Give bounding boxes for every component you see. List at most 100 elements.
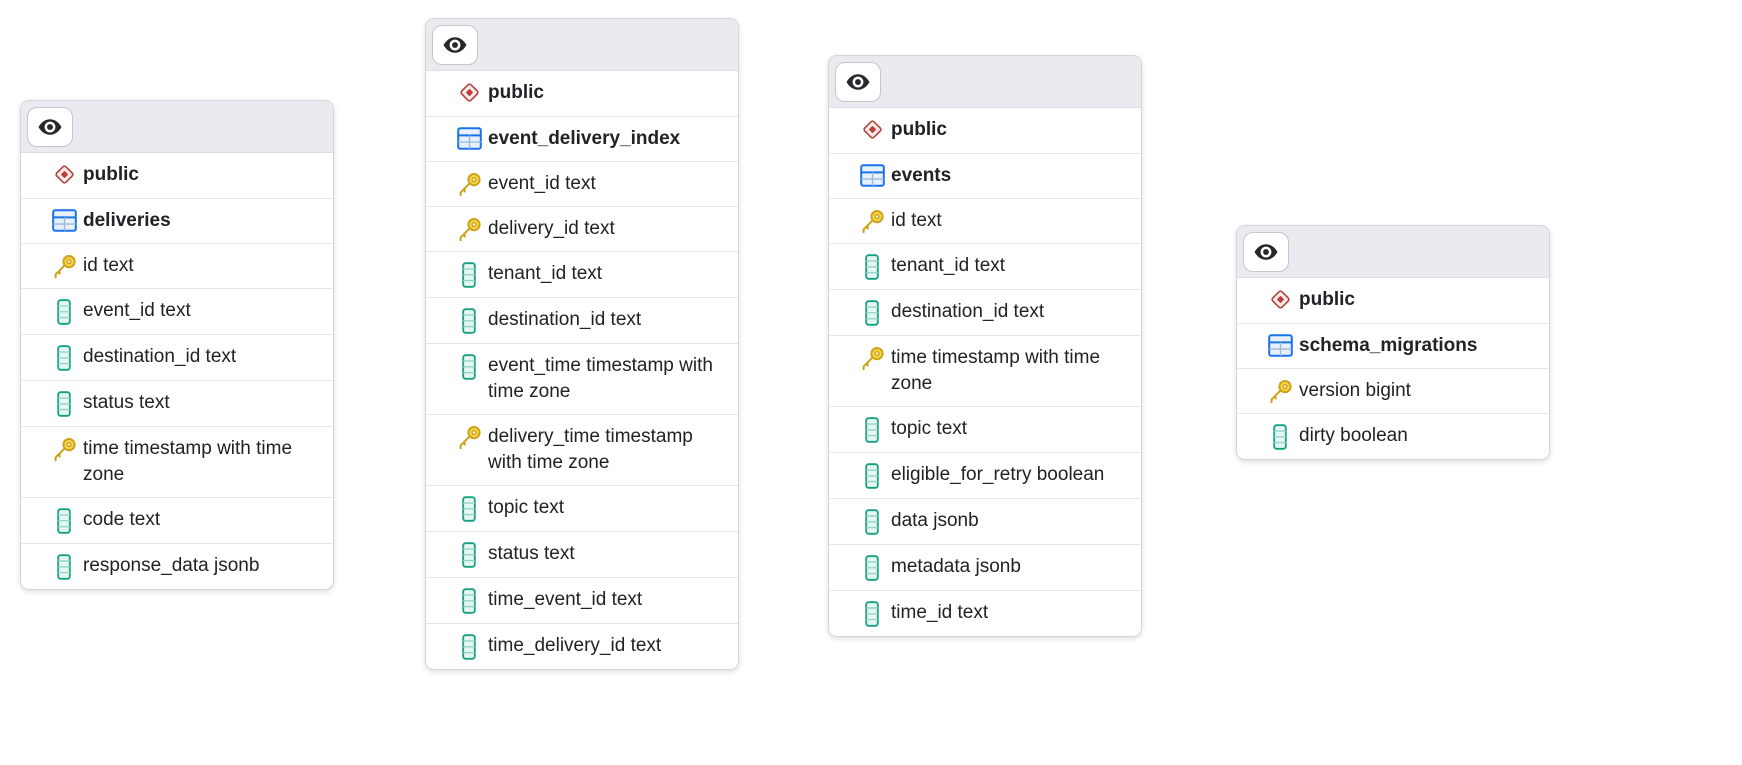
schema-row[interactable]: public (21, 153, 333, 198)
table-icon (1261, 333, 1299, 357)
column-label: event_time timestamp with time zone (488, 355, 713, 402)
column-label: dirty boolean (1299, 425, 1408, 446)
column-label: destination_id text (891, 301, 1045, 322)
column-label: code text (83, 509, 161, 530)
column-row[interactable]: time timestamp with time zone (21, 426, 333, 497)
table-icon (450, 126, 488, 150)
column-label: response_data jsonb (83, 555, 260, 576)
schema-diamond-icon (853, 117, 891, 141)
column-row[interactable]: time timestamp with time zone (829, 335, 1141, 406)
schema-diamond-icon (1261, 287, 1299, 311)
column-row[interactable]: code text (21, 497, 333, 543)
schema-row[interactable]: public (1237, 278, 1549, 323)
column-icon (853, 508, 891, 535)
column-label: version bigint (1299, 380, 1411, 401)
column-row[interactable]: eligible_for_retry boolean (829, 452, 1141, 498)
schema-diamond-icon (45, 162, 83, 186)
eye-icon (36, 114, 64, 140)
primary-key-icon (853, 345, 891, 371)
column-icon (45, 507, 83, 534)
table-name-row[interactable]: event_delivery_index (426, 116, 738, 161)
toggle-visibility-button[interactable] (27, 106, 73, 147)
column-icon (853, 253, 891, 280)
column-icon (853, 462, 891, 489)
column-label: time_event_id text (488, 589, 643, 610)
column-label: id text (83, 255, 134, 276)
column-row[interactable]: metadata jsonb (829, 544, 1141, 590)
column-row[interactable]: topic text (426, 485, 738, 531)
column-icon (450, 541, 488, 568)
column-row[interactable]: id text (21, 243, 333, 288)
table-name-row[interactable]: schema_migrations (1237, 323, 1549, 368)
schema-row[interactable]: public (829, 108, 1141, 153)
column-icon (853, 299, 891, 326)
column-label: id text (891, 210, 942, 231)
column-row[interactable]: tenant_id text (829, 243, 1141, 289)
schema-name: public (488, 82, 544, 103)
column-icon (450, 587, 488, 614)
column-label: event_id text (488, 173, 596, 194)
table-card-event_delivery_index[interactable]: public event_delivery_index event_id text d… (425, 18, 739, 670)
table-icon (853, 163, 891, 187)
table-name: event_delivery_index (488, 128, 681, 149)
column-label: data jsonb (891, 510, 979, 531)
card-header (21, 101, 333, 153)
table-icon (45, 208, 83, 232)
column-icon (45, 344, 83, 371)
column-icon (853, 416, 891, 443)
column-label: topic text (488, 497, 565, 518)
column-icon (853, 600, 891, 627)
column-row[interactable]: status text (426, 531, 738, 577)
column-label: delivery_time timestamp with time zone (488, 426, 693, 473)
primary-key-icon (450, 216, 488, 242)
column-row[interactable]: destination_id text (829, 289, 1141, 335)
card-header (829, 56, 1141, 108)
column-label: tenant_id text (891, 255, 1006, 276)
column-icon (45, 390, 83, 417)
column-row[interactable]: event_id text (21, 288, 333, 334)
toggle-visibility-button[interactable] (432, 24, 478, 65)
column-row[interactable]: status text (21, 380, 333, 426)
column-icon (450, 307, 488, 334)
column-row[interactable]: event_id text (426, 161, 738, 206)
column-icon (45, 298, 83, 325)
table-card-events[interactable]: public events id text tenant_id text destina… (828, 55, 1142, 637)
column-row[interactable]: destination_id text (426, 297, 738, 343)
column-row[interactable]: delivery_id text (426, 206, 738, 251)
column-row[interactable]: dirty boolean (1237, 413, 1549, 459)
eye-icon (1252, 239, 1280, 265)
column-row[interactable]: destination_id text (21, 334, 333, 380)
primary-key-icon (450, 424, 488, 450)
toggle-visibility-button[interactable] (1243, 231, 1289, 272)
column-icon (45, 553, 83, 580)
schema-diamond-icon (450, 80, 488, 104)
column-row[interactable]: time_delivery_id text (426, 623, 738, 669)
column-row[interactable]: time_event_id text (426, 577, 738, 623)
column-row[interactable]: tenant_id text (426, 251, 738, 297)
column-label: delivery_id text (488, 218, 615, 239)
column-row[interactable]: id text (829, 198, 1141, 243)
schema-name: public (891, 119, 947, 140)
column-label: destination_id text (488, 309, 642, 330)
column-label: topic text (891, 418, 968, 439)
column-row[interactable]: event_time timestamp with time zone (426, 343, 738, 414)
table-name: deliveries (83, 210, 171, 231)
toggle-visibility-button[interactable] (835, 61, 881, 102)
column-icon (1261, 423, 1299, 450)
schema-row[interactable]: public (426, 71, 738, 116)
card-header (1237, 226, 1549, 278)
column-label: time_id text (891, 602, 989, 623)
column-row[interactable]: version bigint (1237, 368, 1549, 413)
column-row[interactable]: delivery_time timestamp with time zone (426, 414, 738, 485)
table-card-deliveries[interactable]: public deliveries id text event_id text dest… (20, 100, 334, 590)
column-label: event_id text (83, 300, 191, 321)
table-name-row[interactable]: events (829, 153, 1141, 198)
card-header (426, 19, 738, 71)
column-label: eligible_for_retry boolean (891, 464, 1105, 485)
column-row[interactable]: response_data jsonb (21, 543, 333, 589)
column-row[interactable]: topic text (829, 406, 1141, 452)
column-row[interactable]: time_id text (829, 590, 1141, 636)
table-name-row[interactable]: deliveries (21, 198, 333, 243)
column-row[interactable]: data jsonb (829, 498, 1141, 544)
